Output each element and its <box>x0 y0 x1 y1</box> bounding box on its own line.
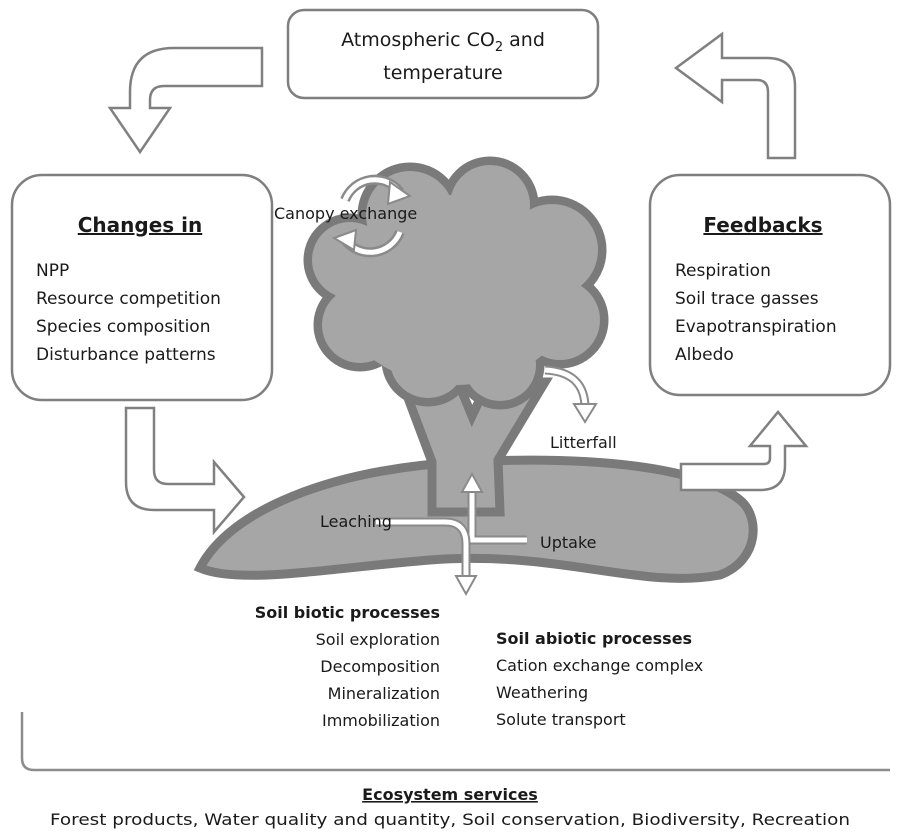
feedbacks-item: Albedo <box>675 345 734 365</box>
litterfall-label: Litterfall <box>550 433 617 452</box>
soil-abiotic-item: Weathering <box>496 683 588 702</box>
tree-trunk <box>395 377 553 517</box>
soil-biotic-item: Soil exploration <box>316 630 440 649</box>
changes-box <box>10 173 274 402</box>
ecosystem-services-heading: Ecosystem services <box>362 785 538 804</box>
changes-heading: Changes in <box>78 213 203 237</box>
soil-biotic-item: Immobilization <box>322 711 440 730</box>
arrow-to-soil <box>124 406 246 536</box>
uptake-arrow <box>460 471 527 545</box>
changes-item: NPP <box>36 261 69 281</box>
canopy-exchange-arrows <box>331 174 413 258</box>
soil-abiotic-heading: Soil abiotic processes <box>496 629 692 648</box>
soil-biotic-item: Mineralization <box>328 684 440 703</box>
soil-biotic-heading: Soil biotic processes <box>255 603 440 622</box>
changes-item: Species composition <box>36 317 210 337</box>
feedbacks-item: Soil trace gasses <box>675 289 819 309</box>
uptake-label: Uptake <box>540 533 596 552</box>
feedbacks-box <box>648 173 892 397</box>
ecosystem-bracket <box>20 712 890 772</box>
leaching-label: Leaching <box>320 512 392 531</box>
soil-biotic-item: Decomposition <box>320 657 440 676</box>
feedbacks-item: Evapotranspiration <box>675 317 837 337</box>
atmospheric-box-line1: Atmospheric CO2 and <box>341 29 545 55</box>
canopy-exchange-label: Canopy exchange <box>274 204 417 223</box>
feedbacks-item: Respiration <box>675 261 771 281</box>
arrow-to-atmosphere <box>673 31 797 160</box>
arrow-to-changes <box>107 46 264 155</box>
ecosystem-services-text: Forest products, Water quality and quant… <box>50 810 850 829</box>
leaching-arrow <box>376 517 478 597</box>
atmospheric-box <box>286 8 600 100</box>
litterfall-arrow <box>544 365 598 424</box>
arrow-to-feedbacks <box>679 410 809 492</box>
changes-item: Disturbance patterns <box>36 345 216 365</box>
soil-abiotic-item: Solute transport <box>496 710 626 729</box>
atmospheric-box-line2: temperature <box>383 62 502 84</box>
feedbacks-heading: Feedbacks <box>703 213 822 237</box>
changes-item: Resource competition <box>36 289 221 309</box>
soil-abiotic-item: Cation exchange complex <box>496 656 703 675</box>
